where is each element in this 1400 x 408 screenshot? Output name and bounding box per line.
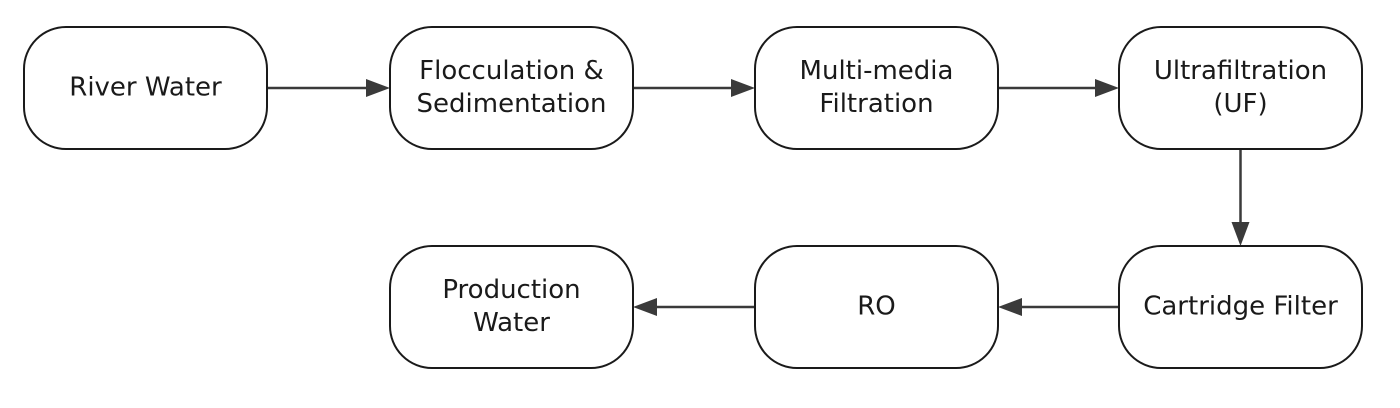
- node-label: River Water: [69, 73, 222, 103]
- node-ro: RO: [754, 245, 999, 369]
- arrowhead-icon: [998, 298, 1022, 316]
- arrowhead-icon: [731, 79, 755, 97]
- node-box: [389, 26, 634, 150]
- arrow-ultrafiltration-to-cartridge-filter: [1231, 149, 1250, 246]
- node-box: [1118, 26, 1363, 150]
- node-label: RO: [857, 292, 896, 322]
- arrow-river-water-to-flocculation-sedimentation: [267, 79, 390, 97]
- arrowhead-icon: [633, 298, 657, 316]
- node-box: [23, 26, 268, 150]
- node-box: [389, 245, 634, 369]
- node-label: Filtration: [819, 89, 933, 119]
- node-label: Sedimentation: [417, 89, 607, 119]
- node-river-water: River Water: [23, 26, 268, 150]
- node-cartridge-filter: Cartridge Filter: [1118, 245, 1363, 369]
- node-box: [1118, 245, 1363, 369]
- node-box: [754, 245, 999, 369]
- nodes-layer: River Water Flocculation &Sedimentation Mu…: [23, 26, 1363, 369]
- node-flocculation-sedimentation: Flocculation &Sedimentation: [389, 26, 634, 150]
- node-label: Water: [473, 308, 550, 338]
- edges-layer: [267, 79, 1250, 316]
- arrow-cartridge-filter-to-ro: [998, 298, 1119, 316]
- node-label: Production: [442, 275, 580, 305]
- arrow-flocculation-sedimentation-to-multi-media-filtration: [633, 79, 755, 97]
- arrowhead-icon: [1231, 222, 1250, 246]
- node-label: Cartridge Filter: [1143, 292, 1338, 322]
- node-label: Flocculation &: [419, 56, 604, 86]
- arrowhead-icon: [366, 79, 390, 97]
- arrow-ro-to-production-water: [633, 298, 755, 316]
- node-label: Ultrafiltration: [1154, 56, 1327, 86]
- arrow-multi-media-filtration-to-ultrafiltration: [998, 79, 1119, 97]
- node-ultrafiltration: Ultrafiltration(UF): [1118, 26, 1363, 150]
- node-label: Multi-media: [800, 56, 954, 86]
- node-label: (UF): [1213, 89, 1267, 119]
- arrowhead-icon: [1095, 79, 1119, 97]
- node-box: [754, 26, 999, 150]
